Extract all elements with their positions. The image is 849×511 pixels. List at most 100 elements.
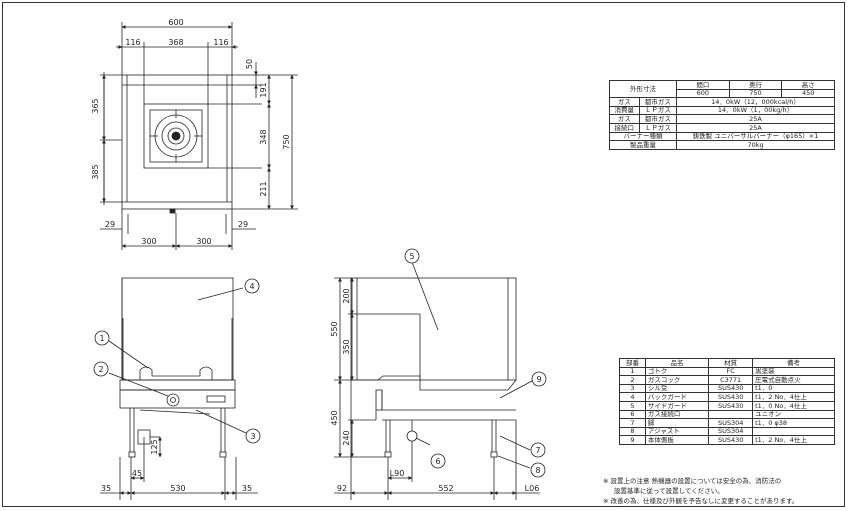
dim-front-offset: 92 xyxy=(337,484,347,493)
dim-side-upper: 550 xyxy=(330,321,339,336)
dim-top-strip: 50 xyxy=(245,59,254,69)
spec-row-value: 14．0kW（1，00kg/h） xyxy=(676,105,835,116)
dim-right-leg: 29 xyxy=(238,220,248,229)
part-name: シル受 xyxy=(644,383,710,394)
spec-row-type: ＬＰガス xyxy=(638,122,678,133)
spec-row-value: 14．0kW（12，000kcal/h） xyxy=(676,97,835,107)
part-no: 2 xyxy=(619,375,646,385)
dim-right-inset: 116 xyxy=(213,38,228,47)
dim-side-lower: 450 xyxy=(330,410,339,425)
spec-height-value: 450 xyxy=(781,88,835,99)
dim-half-right: 300 xyxy=(196,237,211,246)
part-name: アジャスト xyxy=(644,426,710,437)
part-material: SUS430 xyxy=(708,392,754,402)
spec-row-value: 25A xyxy=(676,122,835,133)
part-name: サイドガード xyxy=(644,400,710,411)
spec-row-type: ＬＰガス xyxy=(638,105,678,116)
top-plate xyxy=(119,379,236,391)
dim-gas-inlet-height: 125 xyxy=(150,439,159,454)
part-name: ゴトク xyxy=(644,366,710,377)
parts-header-name: 品名 xyxy=(644,358,710,368)
table-row: 4 バックガード SUS430 t1．2 No．4仕上 xyxy=(619,392,835,402)
callout-4 xyxy=(244,278,260,294)
dim-left-leg: 29 xyxy=(105,220,115,229)
spec-weight-label: 製品重量 xyxy=(608,140,678,150)
dim-side-depth: 552 xyxy=(438,484,453,493)
front-leaders xyxy=(108,287,247,434)
callout-6 xyxy=(430,453,446,469)
spec-row-group: ガス xyxy=(609,114,640,124)
part-no: 3 xyxy=(619,383,646,394)
dim-half-left: 300 xyxy=(141,237,156,246)
dim-gas-inlet-offset: 45 xyxy=(132,469,142,478)
spec-header-size: 外形寸法 xyxy=(608,79,678,99)
spec-header-width: 間口 xyxy=(676,80,730,90)
table-row: 7 脚 SUS304 t1．0 φ38 xyxy=(619,418,835,428)
side-dimensions xyxy=(334,277,540,500)
callout-3 xyxy=(245,428,261,444)
table-row: 3 シル受 SUS430 t1．0 xyxy=(619,383,835,394)
callout-2-label: 2 xyxy=(98,365,103,374)
dim-lower-right: 211 xyxy=(259,181,268,196)
table-row: 5 サイドガード SUS430 t1．0 No．4仕上 xyxy=(619,400,835,411)
plan-outline xyxy=(121,74,233,210)
spec-row-group: 接続口 xyxy=(609,122,640,133)
spec-burner-value: 鋳鉄製 ユニバーサルバーナー（φ165）×1 xyxy=(676,131,835,142)
parts-table: 部番 品名 材質 備考 1 ゴトク FC 黒塗装 2 ガスコック C3771 圧… xyxy=(619,358,835,445)
callout-4-label: 4 xyxy=(249,282,254,291)
part-material: SUS430 xyxy=(708,400,754,411)
part-remarks: 黒塗装 xyxy=(752,366,835,377)
spec-row-group: ガス xyxy=(609,97,640,107)
part-no: 9 xyxy=(619,435,646,445)
callout-9 xyxy=(531,371,547,387)
dim-lower-depth: 385 xyxy=(91,164,100,179)
part-no: 8 xyxy=(619,426,646,437)
plan-dimension-labels: 600 116 368 116 50 365 385 191 348 211 7… xyxy=(91,18,291,246)
part-remarks: t1．2 No．4仕上 xyxy=(752,435,835,445)
note-installation: ※ 設置上の注意 熱機器の設置については安全の為、消防法の xyxy=(603,477,782,485)
part-no: 4 xyxy=(619,392,646,402)
dim-total-width: 600 xyxy=(168,18,183,27)
dim-burner-span: 348 xyxy=(259,129,268,144)
part-remarks: t1．0 No．4仕上 xyxy=(752,400,835,411)
gas-inlet-side xyxy=(406,430,418,442)
note-installation-cont: 設置基準に従って設置してください。 xyxy=(614,487,724,495)
dim-side-top-guard: 200 xyxy=(342,288,351,303)
part-no: 7 xyxy=(619,418,646,428)
dim-upper-depth: 365 xyxy=(91,98,100,113)
part-no: 1 xyxy=(619,366,646,377)
callout-6-label: 6 xyxy=(435,457,440,466)
back-guard-front xyxy=(121,277,234,381)
callout-8-label: 8 xyxy=(535,466,540,475)
part-material: SUS430 xyxy=(708,435,754,445)
side-dimension-labels: 550 200 350 450 240 92 L90 552 L06 xyxy=(330,288,539,493)
front-dimensions xyxy=(100,436,258,500)
parts-header-material: 材質 xyxy=(708,358,754,368)
dim-side-leg: 240 xyxy=(342,430,351,445)
part-material: FC xyxy=(708,366,754,377)
plan-view xyxy=(121,74,233,214)
part-no: 6 xyxy=(619,409,646,420)
front-view xyxy=(119,277,236,458)
spec-burner-label: バーナー種類 xyxy=(608,131,678,142)
dim-left-inset: 116 xyxy=(125,38,140,47)
front-dimension-labels: 35 530 35 45 125 xyxy=(101,439,252,493)
part-remarks: t1．2 No．4仕上 xyxy=(752,392,835,402)
table-row: 6 ガス接続口 ユニオン xyxy=(619,409,835,420)
part-material: SUS304 xyxy=(708,418,754,428)
spec-row-value: 25A xyxy=(676,114,835,124)
callout-9-label: 9 xyxy=(536,375,541,384)
part-remarks: ユニオン xyxy=(752,409,835,420)
dim-upper-right: 191 xyxy=(259,82,268,97)
part-material xyxy=(708,409,754,420)
table-row: 1 ゴトク FC 黒塗装 xyxy=(619,366,835,377)
part-remarks xyxy=(752,426,835,437)
dim-inlet-offset: L90 xyxy=(390,469,405,478)
callout-1 xyxy=(94,330,110,346)
callout-8 xyxy=(530,462,546,478)
part-remarks: 圧電式自動点火 xyxy=(752,375,835,385)
part-name: 脚 xyxy=(644,418,710,428)
